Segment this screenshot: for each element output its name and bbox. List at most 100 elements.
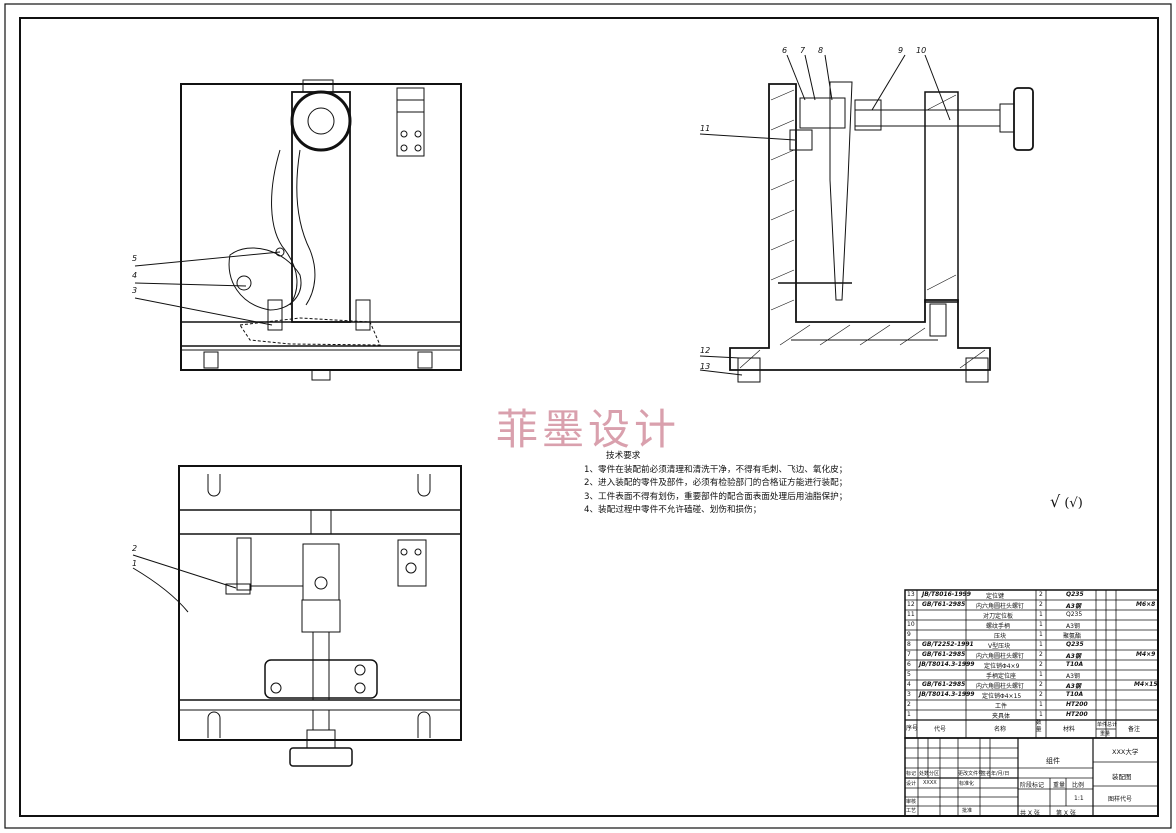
roughness-paren: (√): [1064, 496, 1083, 511]
technical-requirements: 技术要求 1、零件在装配前必须清理和清洗干净，不得有毛刺、飞边、氧化皮； 2、进…: [584, 450, 847, 518]
bom-header-weight: 重量: [1100, 731, 1111, 737]
mark-label: 标记: [906, 771, 917, 777]
bom-name: 内六角圆柱头螺钉: [976, 683, 1025, 690]
callout-4: 4: [132, 271, 138, 280]
bom-no: 5: [907, 671, 911, 678]
bom-name: V型压块: [988, 643, 1011, 650]
outer-border: [4, 3, 1172, 829]
bom-header-note: 备注: [1128, 726, 1141, 733]
bom-name: 夹具体: [992, 713, 1011, 720]
side-view: [699, 54, 1034, 383]
bom-no: 9: [907, 631, 911, 638]
bom-mat: Q235: [1066, 591, 1084, 598]
tech-req-item: 3、工件表面不得有划伤，重要部件的配合面表面处理后用油脂保护；: [584, 491, 848, 502]
bom-no: 8: [907, 641, 911, 648]
sheet-count: 共 X 张: [1020, 810, 1040, 817]
bom-qty: 1: [1039, 621, 1043, 628]
process-label: 工艺: [906, 808, 917, 814]
bom-mat: A3钢: [1066, 623, 1080, 630]
tech-req-item: 2、进入装配的零件及部件，必须有检验部门的合格证方能进行装配；: [584, 478, 848, 488]
drawing-type: 装配图: [1112, 773, 1132, 781]
callout-12: 12: [700, 346, 711, 355]
drawing-name: 组件: [1046, 757, 1060, 765]
standardization-label: 标准化: [959, 781, 975, 787]
bom-code: GB/T61-2985: [922, 681, 966, 688]
bom-name: 定位销Φ4×9: [984, 663, 1020, 670]
tech-req-title: 技术要求: [606, 451, 641, 461]
bom-header-no: 序号: [906, 725, 919, 732]
review-label: 审核: [906, 799, 917, 805]
callout-8: 8: [818, 46, 824, 55]
bom-name: 对刀定位板: [983, 613, 1014, 620]
tech-req-item: 1、零件在装配前必须清理和清洗干净，不得有毛刺、飞边、氧化皮；: [584, 464, 848, 475]
sheet-number: 第 X 张: [1056, 810, 1076, 817]
bom-mat: T10A: [1066, 661, 1084, 668]
bom-name: 内六角圆柱头螺钉: [976, 603, 1025, 610]
bom-no: 12: [907, 601, 915, 608]
bom-mat: A3钢: [1066, 603, 1081, 610]
bom-header-name: 名称: [994, 726, 1007, 733]
bom-mat: HT200: [1066, 711, 1088, 718]
bom-name: 手柄定位座: [986, 673, 1017, 680]
bom-no: 13: [907, 591, 915, 598]
tech-req-item: 4、装配过程中零件不允许磕碰、划伤和损伤；: [584, 505, 762, 515]
change-label: 更改文件号: [958, 771, 984, 777]
bom-qty: 2: [1039, 661, 1043, 668]
bom-header-total: 总计: [1107, 722, 1118, 728]
bom-no: 3: [907, 691, 911, 698]
bom-name: 内六角圆柱头螺钉: [976, 653, 1025, 660]
design-label: 设计: [906, 781, 917, 787]
bom-header-code: 代号: [934, 726, 947, 733]
bom-qty: 1: [1039, 611, 1043, 618]
bom-qty: 2: [1039, 651, 1043, 658]
inner-border: [19, 17, 1159, 817]
bom-mat: A3钢: [1066, 653, 1081, 660]
bom-qty: 1: [1039, 641, 1043, 648]
callout-11: 11: [700, 124, 711, 133]
callout-1: 1: [132, 559, 138, 568]
bom-mat: A3钢: [1066, 683, 1081, 690]
bom-name: 定位销Φ4×15: [982, 693, 1022, 700]
bom-qty: 1: [1039, 711, 1043, 718]
bom-mat: HT200: [1066, 701, 1088, 708]
sign-label: 签名: [981, 771, 992, 777]
bom-header-qty: 数量: [1036, 720, 1042, 733]
date-label: 年/月/日: [991, 771, 1010, 777]
callout-7: 7: [800, 46, 806, 55]
zone-label: 分区: [929, 771, 940, 777]
company-name: XXX大学: [1112, 748, 1139, 756]
bom-qty: 2: [1039, 681, 1043, 688]
bom-mat: T10A: [1066, 691, 1084, 698]
callout-9: 9: [898, 46, 904, 55]
bom-note: M6×8: [1136, 601, 1156, 608]
bom-qty: 1: [1039, 631, 1043, 638]
watermark: 菲墨设计: [496, 405, 681, 454]
stage-label: 阶段标记: [1020, 782, 1045, 789]
bom-grid: [904, 589, 1159, 739]
bom-note: M4×9: [1136, 651, 1156, 658]
bom-name: 定位键: [986, 593, 1005, 600]
bom-no: 10: [907, 621, 915, 628]
bom-no: 11: [907, 611, 915, 618]
drawing-number: 图样代号: [1108, 796, 1133, 803]
top-left-view: [134, 79, 462, 381]
bom-note: M4×15: [1134, 681, 1158, 688]
bom-mat: 聚氨酯: [1063, 633, 1082, 640]
callout-3: 3: [132, 286, 138, 295]
count-label: 处数: [919, 771, 930, 777]
title-block-grid: [904, 737, 1159, 817]
bom-mat: A3钢: [1066, 673, 1080, 680]
bom-code: JB/T8014.3-1999: [919, 691, 975, 698]
bom-qty: 1: [1039, 701, 1043, 708]
bom-qty: 1: [1039, 671, 1043, 678]
bom-code: GB/T61-2985: [922, 651, 966, 658]
bom-mat: Q235: [1066, 611, 1083, 618]
scale-label: 比例: [1072, 782, 1085, 789]
bom-qty: 2: [1039, 601, 1043, 608]
roughness-symbol: √ (√): [1050, 492, 1083, 511]
bom-code: JB/T8016-1999: [922, 591, 971, 598]
bom-qty: 2: [1039, 691, 1043, 698]
callout-10: 10: [916, 46, 927, 55]
bom-name: 螺纹手柄: [986, 623, 1011, 630]
